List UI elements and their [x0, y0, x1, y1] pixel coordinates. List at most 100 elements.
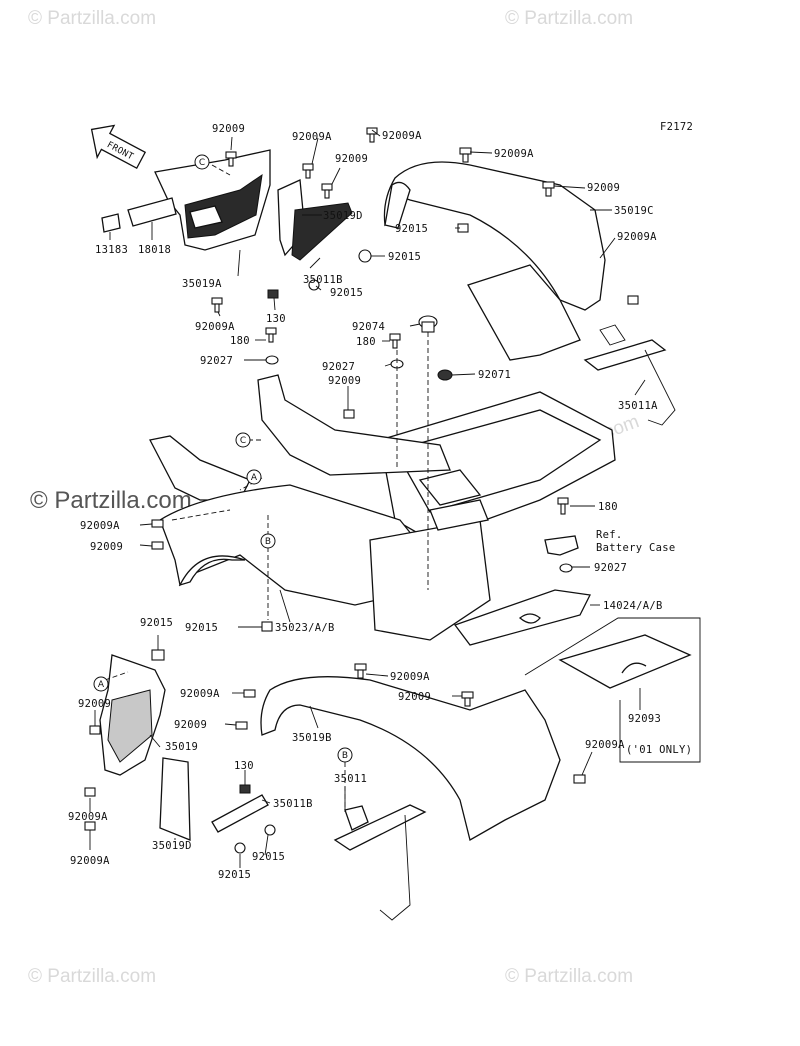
bolt-icon [267, 289, 279, 299]
part-label: 92009 [174, 719, 207, 731]
part-label: 92015 [140, 617, 173, 629]
part-label: 14024/A/B [603, 600, 663, 612]
part-label: 92009A [585, 739, 625, 751]
clip-13183 [101, 213, 121, 233]
nut-icon [234, 842, 246, 854]
callout-a-low: A [93, 676, 109, 692]
part-label: 92009 [398, 691, 431, 703]
part-label: 92009A [292, 131, 332, 143]
bolt-icon [302, 163, 314, 179]
part-label: 35011B [273, 798, 313, 810]
part-label: 92009 [328, 375, 361, 387]
part-label: 180 [356, 336, 376, 348]
part-label: 35019D [152, 840, 192, 852]
part-label: 92009A [617, 231, 657, 243]
part-label: 92074 [352, 321, 385, 333]
grommet-icon [437, 369, 453, 381]
bolt-icon [461, 691, 474, 707]
svg-text:C: C [240, 436, 246, 446]
part-label: 35019D [323, 210, 363, 222]
part-label: 35011B [303, 274, 343, 286]
part-label: 92015 [395, 223, 428, 235]
nut-icon [151, 649, 165, 661]
rear-fender-35019B [260, 676, 561, 841]
bolt-icon [151, 541, 164, 550]
bolt-icon [239, 784, 251, 794]
mudflap-35019D-lower [159, 757, 191, 841]
part-label: 35019A [182, 278, 222, 290]
bolt-icon [151, 519, 164, 528]
part-label: 92009A [70, 855, 110, 867]
bolt-icon [542, 181, 555, 197]
bolt-icon [627, 295, 639, 305]
washer-icon [265, 355, 279, 365]
battery-box [369, 499, 491, 641]
part-label: 92027 [322, 361, 355, 373]
part-label: 18018 [138, 244, 171, 256]
part-label: 92093 [628, 713, 661, 725]
part-label: 92071 [478, 369, 511, 381]
part-label: 92009 [90, 541, 123, 553]
part-label: 92015 [388, 251, 421, 263]
bolt-icon [321, 183, 333, 199]
part-label: 35019 [165, 741, 198, 753]
part-label: 92009 [78, 698, 111, 710]
washer-icon [559, 563, 573, 573]
bracket-35011 [333, 804, 427, 921]
front-right-guard-35019 [99, 654, 166, 776]
leader-lines [89, 129, 646, 868]
part-label: 92009 [212, 123, 245, 135]
ref-note-line1: Ref. [596, 529, 623, 541]
part-label: 92009A [390, 671, 430, 683]
nut-icon [358, 249, 372, 263]
figure-code: F2172 [660, 121, 693, 133]
bolt-icon [557, 497, 569, 515]
front-arrow-icon: FRONT [90, 124, 147, 170]
bracket-35011A [583, 324, 676, 426]
battery-case-ref [544, 535, 579, 556]
part-label: 92009A [68, 811, 108, 823]
part-label: 35011 [334, 773, 367, 785]
bolt-icon [343, 409, 355, 419]
part-label: 130 [266, 313, 286, 325]
svg-text:A: A [98, 680, 105, 690]
part-label: 130 [234, 760, 254, 772]
part-label: 92015 [330, 287, 363, 299]
callout-b-mid: B [260, 533, 276, 549]
bolt-icon [211, 297, 223, 313]
bolt-icon [84, 821, 96, 831]
rear-fender-35019C [383, 161, 606, 311]
ref-note-line2: Battery Case [596, 542, 675, 554]
part-label: 92015 [185, 622, 218, 634]
callout-b-low: B [337, 747, 353, 763]
nut-icon [308, 279, 320, 291]
part-label: 92009A [195, 321, 235, 333]
part-label: 92015 [218, 869, 251, 881]
bolt-icon [459, 147, 472, 163]
part-label: 92009A [494, 148, 534, 160]
callout-c-top: C [194, 154, 210, 170]
watermark-main: © Partzilla.com [30, 487, 192, 514]
bolt-icon [389, 333, 401, 349]
watermark-top-right: © Partzilla.com [505, 8, 633, 29]
bolt-icon [225, 151, 237, 167]
part-label: 92027 [594, 562, 627, 574]
callout-a-mid: A [246, 469, 262, 485]
svg-text:A: A [251, 473, 258, 483]
part-label: 35023/A/B [275, 622, 335, 634]
variant-box [524, 617, 701, 763]
part-label: 92009A [80, 520, 120, 532]
part-label: 35011A [618, 400, 658, 412]
strip-35011B-lower [211, 794, 269, 833]
part-label: 92015 [252, 851, 285, 863]
part-label: 92009 [335, 153, 368, 165]
rear-carrier-body [379, 391, 616, 541]
part-label: 92009A [382, 130, 422, 142]
part-label: 180 [598, 501, 618, 513]
part-label: 180 [230, 335, 250, 347]
svg-text:C: C [199, 158, 205, 168]
rear-fender-flap [467, 264, 581, 361]
part-label: 92009A [180, 688, 220, 700]
svg-text:B: B [342, 751, 348, 761]
